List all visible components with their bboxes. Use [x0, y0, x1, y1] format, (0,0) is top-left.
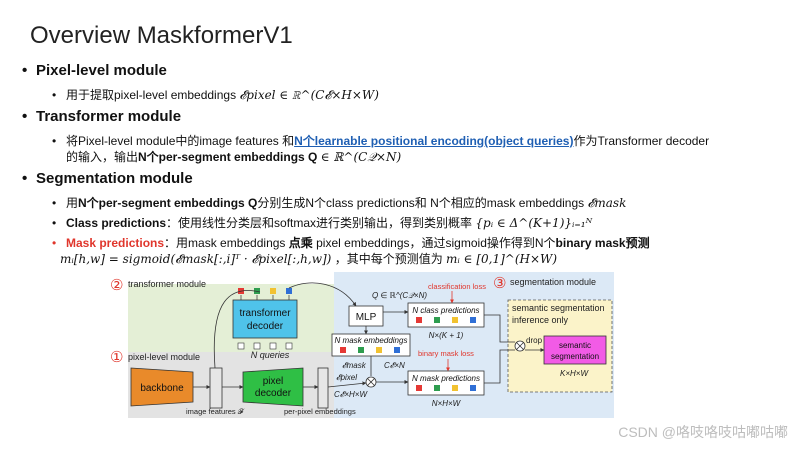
semantic-segmentation-text-1: semantic [559, 341, 591, 350]
object-queries-link[interactable]: N个learnable positional encoding(object q… [294, 134, 574, 148]
image-features-bar [209, 367, 223, 409]
section-pixel-line1: •用于提取pixel-level embeddings 𝓔pixel ∈ ℝ^(… [52, 88, 379, 102]
section-pixel-heading: •Pixel-level module [22, 62, 167, 79]
section-segmentation-line2: •Class predictions：使用线性分类层和softmax进行类别输出… [52, 216, 593, 230]
transformer-decoder-box [232, 299, 298, 339]
n-queries-label: N queries [251, 350, 290, 360]
transformer-decoder-text-2: decoder [247, 321, 284, 332]
section-segmentation-line3: •Mask predictions：用mask embeddings 点乘 pi… [52, 236, 650, 250]
mask-prediction-tokens [416, 385, 476, 391]
section-segmentation-heading: •Segmentation module [22, 170, 193, 187]
segmentation-module-label: segmentation module [510, 277, 596, 287]
mask-emb-token-1 [340, 347, 346, 353]
section-transformer-heading: •Transformer module [22, 108, 182, 125]
csdn-watermark: CSDN @咯吱咯吱咕嘟咕嘟 [618, 424, 788, 440]
class-token-2 [434, 317, 440, 323]
semantic-segmentation-box [543, 335, 607, 365]
circle-3-label: ③ [493, 275, 506, 292]
drop-label: drop ∅ [526, 336, 551, 345]
dot-product-cross-2 [367, 378, 375, 386]
class-to-drop-line [484, 314, 515, 343]
embeddings-to-product-arrow [327, 381, 367, 388]
inference-label-1: semantic segmentation [512, 303, 605, 313]
per-pixel-embeddings-bar [317, 367, 329, 409]
class-prediction-tokens [416, 317, 476, 323]
mask-pred-token-2 [434, 385, 440, 391]
mlp-text: MLP [356, 312, 377, 323]
per-pixel-embeddings-label: per-pixel embeddings [284, 407, 356, 416]
pixel-decoder-text-2: decoder [255, 388, 292, 399]
binary-mask-loss-label: binary mask loss [418, 349, 474, 358]
backbone-shape [130, 367, 194, 407]
class-token-1 [416, 317, 422, 323]
pixel-decoder-shape [242, 367, 304, 407]
mask-embeddings-text: N mask embeddings [335, 336, 408, 345]
emask-dimension-label: C𝓔×N [384, 361, 405, 370]
circle-1-label: ① [110, 349, 123, 366]
class-predictions-text: N class predictions [412, 306, 479, 315]
token-query-1 [237, 342, 245, 350]
section-segmentation-line4: mᵢ[h,w] = sigmoid(𝓔mask[:,i]ᵀ · 𝓔pixel[:… [60, 252, 558, 266]
mask-emb-token-2 [358, 347, 364, 353]
section-segmentation-line1: •用N个per-segment embeddings Q分别生成N个class … [52, 196, 627, 210]
transformer-module-label: transformer module [128, 279, 206, 289]
semantic-segmentation-text-2: segmentation [551, 352, 599, 361]
mask-to-drop-line [484, 349, 515, 384]
section-transformer-line1: •将Pixel-level module中的image features 和N个… [52, 134, 710, 148]
mask-emb-token-3 [376, 347, 382, 353]
token-out-3 [270, 288, 276, 294]
pixel-decoder-text-1: pixel [263, 376, 284, 387]
token-out-4 [286, 288, 292, 294]
mask-pred-token-4 [470, 385, 476, 391]
page-title: Overview MaskformerV1 [30, 22, 293, 49]
transformer-module-region [128, 284, 334, 352]
token-query-4 [285, 342, 293, 350]
section-transformer-line2: 的输入，输出N个per-segment embeddings Q ∈ ℝ^(C𝒬… [66, 150, 402, 164]
mask-emb-token-4 [394, 347, 400, 353]
mask-predictions-text: N mask predictions [412, 374, 480, 383]
class-token-3 [452, 317, 458, 323]
drop-cross-2 [516, 342, 524, 350]
transformer-decoder-text-1: transformer [239, 308, 291, 319]
query-tokens [237, 342, 293, 350]
khw-label: K×H×W [560, 369, 589, 378]
mask-embedding-tokens [340, 347, 400, 353]
backbone-text: backbone [140, 383, 184, 394]
image-features-label: image features 𝓕 [186, 407, 246, 416]
token-query-2 [253, 342, 261, 350]
pixel-module-label: pixel-level module [128, 352, 200, 362]
class-token-4 [470, 317, 476, 323]
mask-dimension-label: N×H×W [432, 399, 462, 408]
decoder-to-mlp-curve [288, 282, 357, 307]
mask-pred-token-1 [416, 385, 422, 391]
mask-pred-token-3 [452, 385, 458, 391]
epixel-dimension-label: C𝓔×H×W [334, 390, 368, 399]
circle-2-label: ② [110, 277, 123, 294]
classification-loss-label: classification loss [428, 282, 486, 291]
class-dimension-label: N×(K + 1) [429, 331, 464, 340]
emask-label: 𝓔mask [342, 361, 367, 370]
q-dimension-label: Q ∈ ℝ^(C𝒬×N) [372, 291, 427, 300]
features-to-decoder-curve [213, 290, 261, 369]
token-query-3 [269, 342, 277, 350]
inference-label-2: inference only [512, 315, 569, 325]
epixel-label: 𝓔pixel [336, 373, 357, 382]
